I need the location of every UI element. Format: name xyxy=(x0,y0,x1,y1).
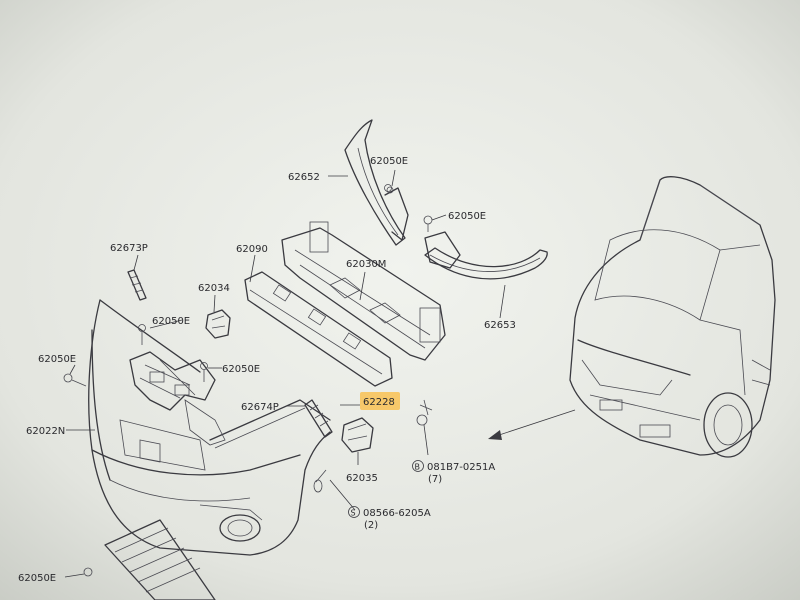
lower-grille xyxy=(104,519,216,600)
leader-lines xyxy=(64,169,506,578)
bumper-inner-bracket xyxy=(129,351,226,446)
part-62090-absorber xyxy=(244,271,393,387)
label-62035: 62035 xyxy=(346,473,378,484)
label-62673p: 62673P xyxy=(110,243,148,254)
label-62050e-right: 62050E xyxy=(448,211,486,222)
label-62050e-top: 62050E xyxy=(370,156,408,167)
label-08566: 08566-6205A xyxy=(363,508,431,519)
label-081b7: 081B7-0251A xyxy=(427,462,495,473)
part-62030m-reinforcement xyxy=(281,221,446,361)
label-62228: 62228 xyxy=(363,397,395,408)
vehicle-silhouette xyxy=(569,176,776,458)
part-62035-bracket xyxy=(341,417,374,453)
highlight-62228 xyxy=(360,392,400,410)
label-62653: 62653 xyxy=(484,320,516,331)
part-62652-bracket xyxy=(344,119,409,246)
screw-symbol-s xyxy=(348,506,360,518)
label-bolt-prefix: B xyxy=(415,463,421,472)
label-081b7-qty: (7) xyxy=(428,474,442,485)
label-62050e-mid: 62050E xyxy=(152,316,190,327)
label-62050e-left: 62050E xyxy=(38,354,76,365)
label-62050e-mid2: 62050E xyxy=(222,364,260,375)
label-08566-qty: (2) xyxy=(364,520,378,531)
part-62653-bracket xyxy=(423,215,548,280)
label-62050e-bottom: 62050E xyxy=(18,573,56,584)
label-62090: 62090 xyxy=(236,244,268,255)
labels: 62652 62050E 62050E 62673P 62090 62030M … xyxy=(18,156,516,584)
label-62652: 62652 xyxy=(288,172,320,183)
part-62673p-clip xyxy=(127,269,147,301)
label-62034: 62034 xyxy=(198,283,230,294)
bolt-symbol-b xyxy=(412,460,424,472)
label-62030m: 62030M xyxy=(346,259,386,270)
label-62674p: 62674P xyxy=(241,402,279,413)
part-62034-bracket xyxy=(205,309,231,339)
fasteners xyxy=(63,184,433,577)
label-screw-prefix: S xyxy=(351,509,356,518)
label-62022n: 62022N xyxy=(26,426,65,437)
part-62674p-clip xyxy=(304,399,333,438)
front-bumper-fascia xyxy=(88,299,331,556)
direction-arrow xyxy=(488,409,576,440)
